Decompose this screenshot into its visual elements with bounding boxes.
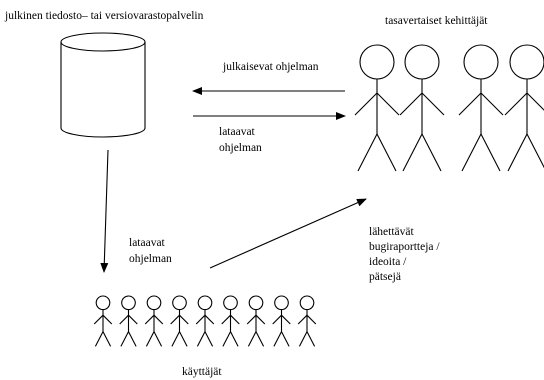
developer-figure (458, 44, 504, 172)
user-figure (297, 295, 317, 347)
developer-download-label-line2: ohjelman (219, 142, 262, 154)
developer-figure (504, 44, 544, 172)
user-download-label-line2: ohjelman (129, 253, 172, 265)
repository-cylinder (60, 32, 146, 138)
user-figure (170, 295, 189, 347)
user-download-label-line1: lataavat (129, 237, 166, 249)
users-label: käyttäjät (182, 366, 222, 378)
server-label: julkinen tiedosto– tai versiovarastopalv… (4, 10, 204, 22)
feedback-label-line4: pätsejä (369, 271, 401, 283)
developers-group (354, 44, 544, 172)
feedback-label-line1: lähettävät (369, 226, 415, 238)
user-download-arrow (100, 149, 109, 273)
user-figure (195, 295, 215, 347)
publish-label: julkaisevat ohjelman (222, 61, 319, 73)
user-figure (119, 295, 138, 347)
user-figure (272, 295, 291, 347)
developer-figure (354, 44, 400, 172)
user-figure (246, 295, 266, 347)
developer-download-label-line1: lataavat (219, 126, 256, 138)
user-figure (93, 295, 113, 347)
user-figure (144, 295, 164, 347)
users-group (93, 295, 317, 347)
developers-label: tasavertaiset kehittäjät (385, 15, 488, 27)
feedback-arrow (209, 198, 367, 269)
feedback-label-line3: ideoita / (369, 256, 407, 268)
developer-figure (399, 44, 445, 172)
feedback-label-line2: bugiraportteja / (369, 241, 440, 253)
user-figure (221, 295, 240, 347)
